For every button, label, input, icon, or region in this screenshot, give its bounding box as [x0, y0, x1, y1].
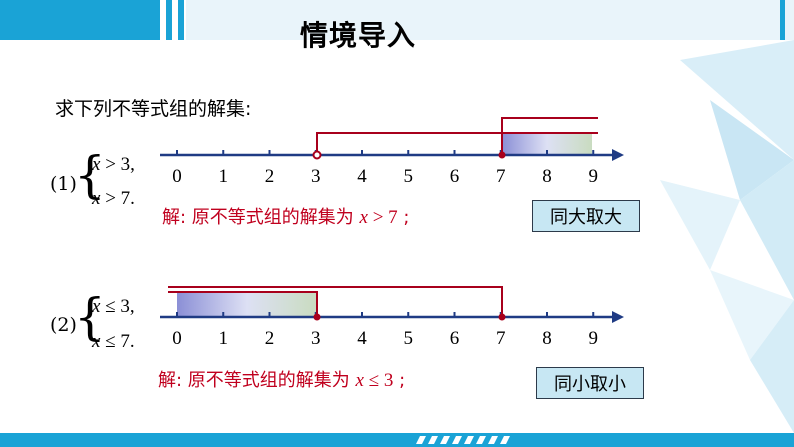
- tick-label: 9: [589, 328, 599, 349]
- problem-1-brace: {: [74, 146, 106, 204]
- tick-label: 1: [219, 166, 229, 187]
- problem-2-inequality-2: x ≤ 7.: [92, 331, 135, 352]
- tick-label: 5: [404, 328, 414, 349]
- tick-label: 2: [265, 328, 275, 349]
- rule-tag-2: 同小取小: [536, 367, 644, 399]
- closed-point-3: [313, 313, 321, 321]
- rule-tag-1: 同大取大: [532, 200, 640, 232]
- range-bracket-x-le-7: [168, 286, 503, 315]
- problem-1-inequality-1: x > 3,: [92, 154, 135, 175]
- intro-text: 求下列不等式组的解集:: [55, 98, 252, 120]
- tick-label: 3: [311, 166, 321, 187]
- open-point-7: [498, 151, 506, 159]
- tick-label: 1: [219, 328, 229, 349]
- tick-label: 4: [357, 166, 367, 187]
- axis-arrow-2: [612, 311, 624, 323]
- tick-label: 7: [496, 328, 506, 349]
- top-banner: [0, 0, 794, 40]
- problem-2-brace: {: [74, 288, 106, 346]
- tick-label: 7: [496, 166, 506, 187]
- tick-label: 2: [265, 166, 275, 187]
- problem-2-answer: 解: 原不等式组的解集为 x ≤ 3 ;: [158, 370, 406, 391]
- background-decoration: [660, 40, 794, 433]
- tick-label: 6: [450, 328, 460, 349]
- tick-label: 9: [589, 166, 599, 187]
- tick-label: 0: [172, 166, 182, 187]
- tick-label: 8: [542, 166, 552, 187]
- tick-label: 3: [311, 328, 321, 349]
- problem-2-label: (2): [50, 314, 77, 336]
- range-bracket-x-gt-3: [316, 132, 598, 153]
- number-line-2: 0 1 2 3 4 5 6 7 8 9: [160, 286, 624, 349]
- problem-1-answer: 解: 原不等式组的解集为 x > 7 ;: [162, 207, 410, 228]
- axis-arrow-1: [612, 149, 624, 161]
- bottom-banner: [0, 433, 794, 447]
- closed-point-7: [498, 313, 506, 321]
- range-bracket-x-gt-7: [501, 117, 598, 153]
- range-bracket-x-le-3: [168, 291, 318, 315]
- problem-1-inequality-2: x > 7.: [92, 188, 135, 209]
- tick-label: 0: [172, 328, 182, 349]
- tick-label: 6: [450, 166, 460, 187]
- problem-1-label: (1): [50, 173, 77, 195]
- tick-label: 8: [542, 328, 552, 349]
- number-line-1: 0 1 2 3 4 5 6 7 8 9: [160, 117, 624, 187]
- tick-label: 5: [404, 166, 414, 187]
- problem-2-inequality-1: x ≤ 3,: [92, 296, 135, 317]
- tick-label: 4: [357, 328, 367, 349]
- open-point-3: [312, 150, 322, 160]
- page-title: 情境导入: [300, 19, 417, 52]
- solution-region-2: [177, 292, 317, 317]
- solution-region-1: [502, 132, 592, 155]
